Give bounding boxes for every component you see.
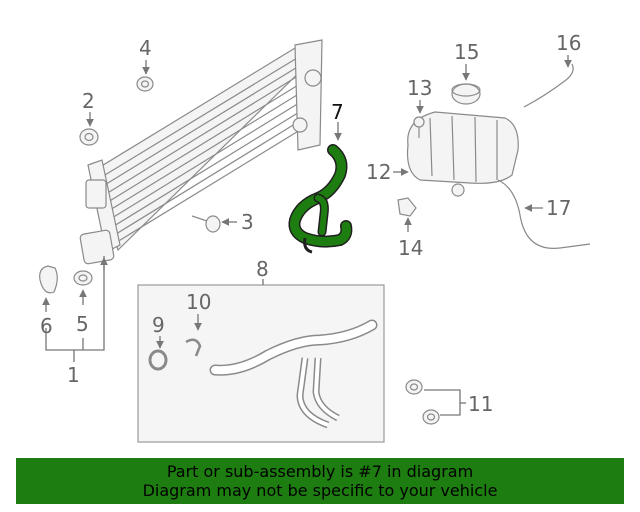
callout-4: 4 (139, 36, 152, 60)
callout-1: 1 (67, 363, 80, 387)
callout-17: 17 (546, 196, 571, 220)
banner-line-2: Diagram may not be specific to your vehi… (142, 481, 498, 500)
cap-part-15[interactable] (451, 83, 481, 105)
callout-13: 13 (407, 76, 432, 100)
clamps-part-11[interactable] (405, 379, 440, 425)
bolt-part-3[interactable] (191, 215, 221, 233)
bolt-part-13[interactable] (413, 116, 425, 138)
clip-part-5[interactable] (73, 270, 93, 286)
banner-line-1: Part or sub-assembly is #7 in diagram (166, 462, 474, 481)
leader-lines (42, 55, 572, 416)
hose-part-17[interactable] (497, 179, 591, 249)
callout-15: 15 (454, 40, 479, 64)
radiator[interactable] (79, 39, 323, 265)
info-banner: Part or sub-assembly is #7 in diagram Di… (16, 458, 624, 504)
sub-assembly-8-box (137, 284, 385, 443)
o-ring-part-9[interactable] (148, 349, 168, 371)
callout-8: 8 (256, 257, 269, 281)
bushing-part-4[interactable] (136, 76, 154, 92)
bushing-part-2[interactable] (79, 128, 99, 146)
callout-10: 10 (186, 290, 211, 314)
hose-part-16[interactable] (523, 63, 574, 108)
callout-11: 11 (468, 392, 493, 416)
callout-2: 2 (82, 89, 95, 113)
bracket-part-6[interactable] (39, 265, 58, 294)
callout-12: 12 (366, 160, 391, 184)
hose-part-7-highlighted[interactable] (288, 144, 353, 254)
hose-assembly-part-8[interactable] (209, 319, 378, 429)
bracket-part-14[interactable] (397, 197, 417, 217)
callout-3: 3 (241, 210, 254, 234)
callout-14: 14 (398, 236, 423, 260)
callout-7: 7 (331, 100, 344, 124)
callout-16: 16 (556, 31, 581, 55)
coolant-reservoir-part-12[interactable] (406, 111, 519, 197)
clip-part-10[interactable] (185, 338, 202, 357)
callout-9: 9 (152, 313, 165, 337)
callout-6: 6 (40, 314, 53, 338)
callout-5: 5 (76, 312, 89, 336)
callouts: 1 2 3 4 5 6 7 8 9 10 11 12 13 14 15 16 1… (40, 31, 581, 416)
